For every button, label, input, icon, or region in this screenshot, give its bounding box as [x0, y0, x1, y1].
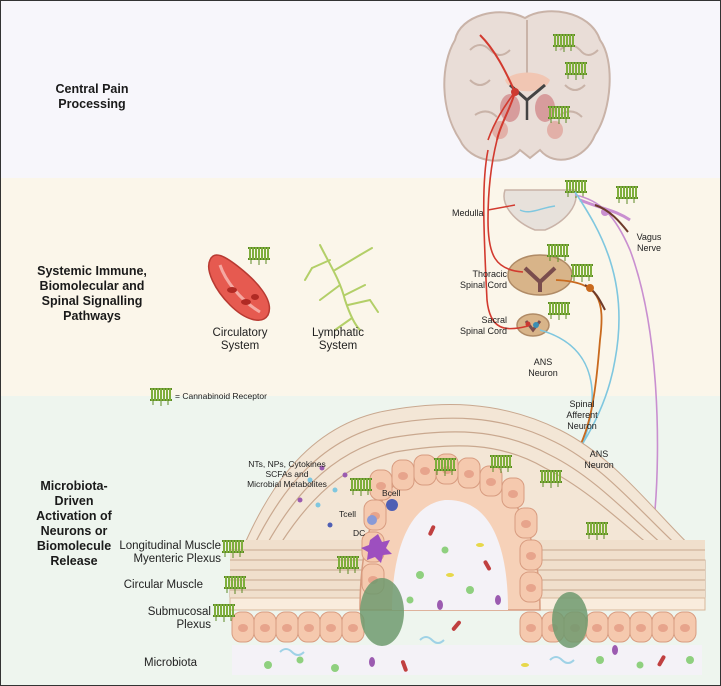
- section-title-microbiota: Microbiota- Driven Activation of Neurons…: [36, 479, 112, 568]
- label-vagus-nerve: Vagus Nerve: [636, 232, 662, 253]
- label-ans-neuron-top: ANS Neuron: [528, 357, 558, 378]
- section-title-central: Central Pain Processing: [55, 82, 129, 111]
- label-dc: DC: [353, 528, 366, 538]
- label-tcell: Tcell: [339, 509, 357, 519]
- label-medulla: Medulla: [452, 208, 484, 218]
- label-bcell: Bcell: [382, 488, 401, 498]
- gut-illustration: [212, 404, 706, 675]
- label-lymphatic: Lymphatic System: [312, 327, 364, 352]
- label-mediators: NTs, NPs, Cytokines SCFAs and Microbial …: [247, 459, 327, 489]
- label-microbiota: Microbiota: [144, 657, 198, 669]
- circulatory-illustration: [208, 246, 271, 321]
- label-spinal-afferent: Spinal Afferent Neuron: [566, 399, 598, 431]
- label-circular-muscle: Circular Muscle: [123, 579, 203, 591]
- bcell-illustration: [386, 499, 398, 511]
- label-sacral: Sacral Spinal Cord: [459, 315, 507, 336]
- label-submucosal-plexus: Submucosal Plexus: [147, 606, 211, 631]
- brain-illustration: [443, 10, 611, 162]
- section-title-systemic: Systemic Immune, Biomolecular and Spinal…: [37, 264, 147, 323]
- label-ans-neuron-gut: ANS Neuron: [584, 449, 614, 470]
- label-longitudinal-muscle: Longitudinal Muscle Myenteric Plexus: [119, 540, 221, 565]
- label-circulatory: Circulatory System: [212, 327, 268, 352]
- lymphatic-illustration: [304, 244, 379, 331]
- legend-label: = Cannabinoid Receptor: [175, 391, 267, 401]
- label-thoracic: Thoracic Spinal Cord: [459, 269, 507, 290]
